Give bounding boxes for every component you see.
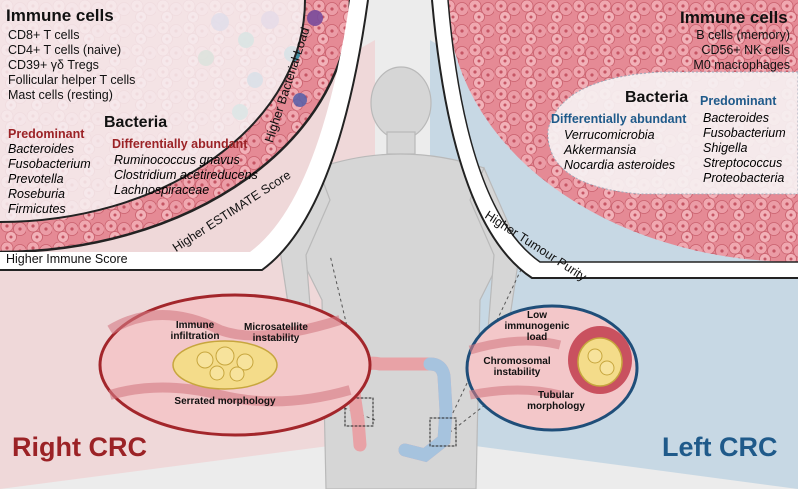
right-diff-abundant-list: Verrucomicrobia Akkermansia Nocardia ast… [564, 128, 675, 173]
bacteria-item: Firmicutes [8, 202, 66, 216]
left-immune-cells-title: Immune cells [6, 6, 114, 25]
bacteria-item: Lachnospiraceae [114, 183, 210, 197]
bacteria-item: Streptococcus [703, 156, 783, 170]
estimate-score-arc-border [0, 0, 306, 223]
bacteria-item: Akkermansia [564, 143, 637, 157]
left-diff-abundant-list: Ruminococcus gnavus Clostridium acetired… [114, 153, 258, 198]
chromosomal-instability-label: Chromosomal instability [483, 356, 551, 378]
left-crc-white-panel [547, 71, 798, 195]
serrated-morphology-label: Serrated morphology [174, 396, 276, 407]
immune-item: CD8+ T cells [8, 28, 80, 42]
immune-item: M0 macrophages [693, 58, 790, 72]
right-predominant-list: Bacteroides Fusobacterium Shigella Strep… [703, 111, 786, 186]
bacteria-item: Bacteroides [8, 142, 75, 156]
right-crc-white-panel [0, 0, 305, 222]
immune-score-band-label: Higher Immune Score [6, 252, 128, 266]
left-predominant-label: Predominant [8, 127, 85, 141]
bacteria-item: Ruminococcus gnavus [114, 153, 240, 167]
left-immune-cell-list: CD8+ T cells CD4+ T cells (naive) CD39+ … [8, 28, 135, 103]
left-diff-abundant-label: Differentially abundant [112, 137, 248, 151]
left-crc-label: Left CRC [662, 432, 778, 462]
bacteria-item: Roseburia [8, 187, 65, 201]
low-immunogenic-load-label: Low immunogenic load [504, 310, 570, 343]
right-immune-cells-title: Immune cells [680, 8, 788, 27]
bacteria-item: Fusobacterium [8, 157, 91, 171]
bacteria-item: Verrucomicrobia [564, 128, 655, 142]
right-predominant-label: Predominant [700, 94, 777, 108]
immune-item: CD4+ T cells (naive) [8, 43, 122, 57]
bacteria-item: Bacteroides [703, 111, 770, 125]
immune-item: B cells (memory) [696, 28, 790, 42]
immune-infiltration-label: Immune infiltration [170, 320, 220, 342]
bacteria-item: Shigella [703, 141, 748, 155]
microsatellite-instability-label: Microsatellite instability [244, 322, 308, 344]
immune-item: CD39+ γδ Tregs [8, 58, 99, 72]
left-bacteria-title: Bacteria [104, 114, 168, 131]
right-diff-abundant-label: Differentially abundant [551, 112, 687, 126]
tubular-morphology-label: Tubular morphology [527, 390, 585, 412]
immune-item: Mast cells (resting) [8, 88, 113, 102]
right-bacteria-title: Bacteria [625, 89, 689, 106]
bacteria-item: Prevotella [8, 172, 64, 186]
right-crc-label: Right CRC [12, 432, 147, 462]
right-crc-tissue-oval [98, 293, 372, 437]
left-crc-tissue-oval [465, 304, 639, 432]
left-predominant-list: Bacteroides Fusobacterium Prevotella Ros… [8, 142, 91, 217]
bacteria-item: Clostridium acetireducens [114, 168, 258, 182]
bacteria-item: Proteobacteria [703, 171, 785, 185]
bacteria-item: Fusobacterium [703, 126, 786, 140]
immune-item: CD56+ NK cells [701, 43, 790, 57]
right-immune-cell-list: B cells (memory) CD56+ NK cells M0 macro… [676, 28, 790, 73]
bacteria-item: Nocardia asteroides [564, 158, 676, 172]
immune-item: Follicular helper T cells [8, 73, 136, 87]
